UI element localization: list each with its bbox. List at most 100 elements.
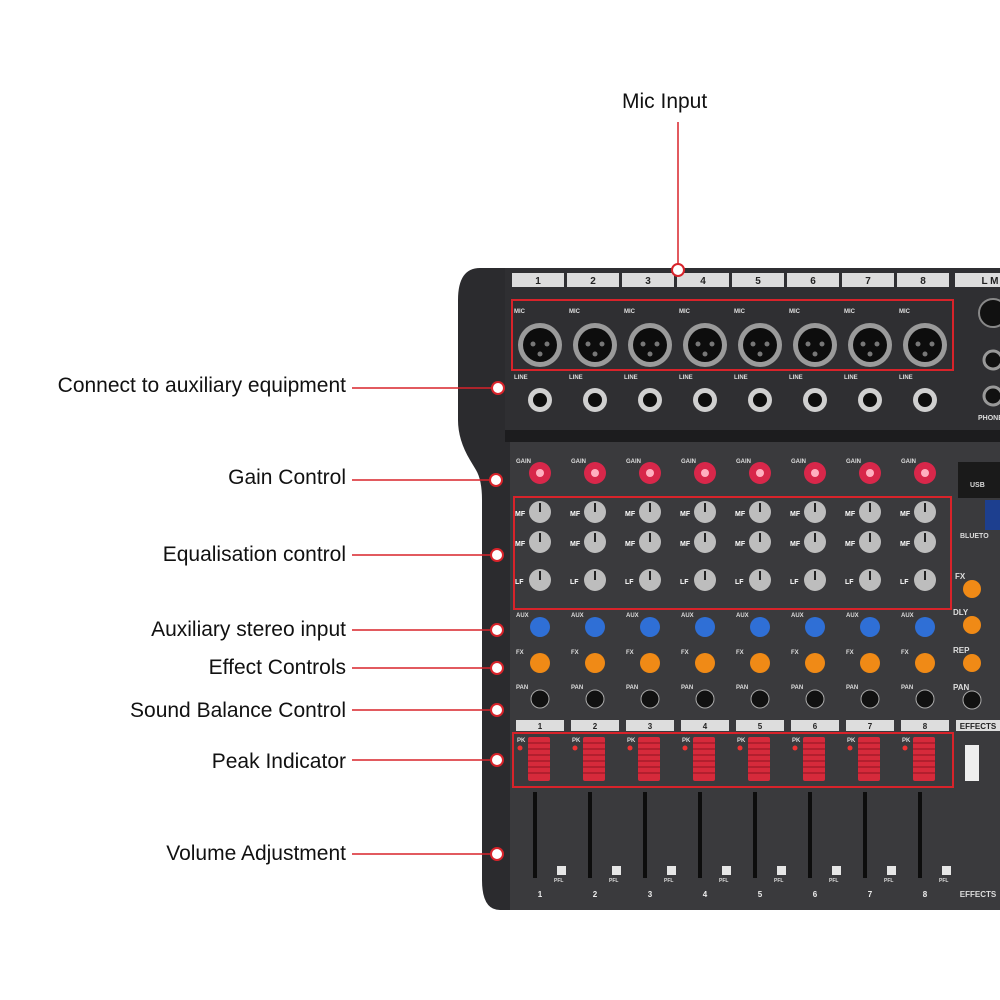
pan-knob [585, 689, 605, 709]
xlr-pin [819, 341, 825, 347]
fx-label: FX [516, 650, 524, 656]
eq-band-label: MF [900, 541, 911, 548]
eq-band-label: MF [570, 511, 581, 518]
xlr-jack [908, 328, 942, 362]
xlr-pin [764, 341, 770, 347]
fader-cap [913, 737, 935, 781]
dly-label: DLY [953, 608, 969, 617]
eq-band-label: MF [680, 541, 691, 548]
pk-label: PK [682, 738, 691, 744]
aux-equipment-callout-dot [491, 381, 505, 395]
channel-plate-top [732, 273, 784, 287]
fx-knob [695, 653, 715, 673]
xlr-pin [647, 351, 653, 357]
pfl-button [722, 866, 731, 875]
fader-cap [693, 737, 715, 781]
fader-cap [803, 737, 825, 781]
eq-band-label: LF [790, 579, 799, 586]
callout-gain: Gain Control [228, 466, 346, 489]
pan-knob [640, 689, 660, 709]
fader-track [863, 792, 867, 878]
mic-label: MIC [514, 309, 526, 315]
gain-knob-cap [701, 469, 709, 477]
channel-number-top: 8 [920, 276, 926, 287]
eq-band-label: LF [515, 579, 524, 586]
fader-track [753, 792, 757, 878]
peak-led [572, 745, 578, 751]
xlr-pin [599, 341, 605, 347]
aux-knob [750, 617, 770, 637]
channel-number-top: 6 [810, 276, 816, 287]
dly-knob [963, 616, 981, 634]
channel-number-mid: 1 [538, 722, 543, 731]
fader-track [808, 792, 812, 878]
master-pan-label: PAN [953, 683, 970, 692]
eq-band-label: MF [680, 511, 691, 518]
right-header-label: L M [981, 276, 998, 287]
fx-label: FX [846, 650, 854, 656]
xlr-jack [688, 328, 722, 362]
eq-band-label: LF [900, 579, 909, 586]
aux-knob [915, 617, 935, 637]
fx-master-label: FX [955, 572, 966, 581]
mic-label: MIC [624, 309, 636, 315]
usb-label: USB [970, 482, 985, 489]
channel-number-top: 1 [535, 276, 541, 287]
callout-effects: Effect Controls [208, 656, 346, 679]
pk-label: PK [572, 738, 581, 744]
eq-callout-dot [490, 548, 504, 562]
effects-bottom-label: EFFECTS [960, 890, 997, 899]
gain-callout-dot [489, 473, 503, 487]
eq-band-label: MF [845, 511, 856, 518]
channel-plate-top [622, 273, 674, 287]
line-jack [533, 393, 547, 407]
mic-input-highlight [511, 299, 954, 371]
gain-label: GAIN [681, 459, 696, 465]
eq-highlight [513, 496, 952, 610]
mic-label: MIC [789, 309, 801, 315]
gain-knob-cap [646, 469, 654, 477]
line-jack [863, 393, 877, 407]
xlr-jack [798, 328, 832, 362]
pan-label: PAN [791, 685, 803, 691]
line-label: LINE [734, 375, 748, 381]
fx-label: FX [791, 650, 799, 656]
master-pan-knob [962, 690, 982, 710]
channel-plate-mid [791, 720, 839, 731]
pk-label: PK [792, 738, 801, 744]
balance-callout-dot [490, 703, 504, 717]
eq-band-label: MF [845, 541, 856, 548]
pfl-button [777, 866, 786, 875]
pan-knob [860, 689, 880, 709]
pfl-button [887, 866, 896, 875]
aux-label: AUX [846, 613, 859, 619]
aux-knob [585, 617, 605, 637]
pan-label: PAN [846, 685, 858, 691]
xlr-pin [544, 341, 550, 347]
fader-cap [858, 737, 880, 781]
channel-number-mid: 5 [758, 722, 763, 731]
peak-led [517, 745, 523, 751]
xlr-pin [812, 351, 818, 357]
aux-knob [640, 617, 660, 637]
line-label: LINE [844, 375, 858, 381]
line-label: LINE [789, 375, 803, 381]
channel-number-bottom: 5 [758, 890, 763, 899]
pfl-label: PFL [719, 878, 728, 884]
channel-plate-mid [571, 720, 619, 731]
pan-label: PAN [516, 685, 528, 691]
eq-band-label: MF [790, 511, 801, 518]
fx-knob [640, 653, 660, 673]
pan-knob [695, 689, 715, 709]
xlr-jack [853, 328, 887, 362]
pan-label: PAN [571, 685, 583, 691]
eq-band-label: MF [900, 511, 911, 518]
line-label: LINE [899, 375, 913, 381]
callout-eq: Equalisation control [162, 543, 346, 566]
mic-callout-dot [671, 263, 685, 277]
xlr-pin [757, 351, 763, 357]
gain-label: GAIN [791, 459, 806, 465]
fx-label: FX [901, 650, 909, 656]
